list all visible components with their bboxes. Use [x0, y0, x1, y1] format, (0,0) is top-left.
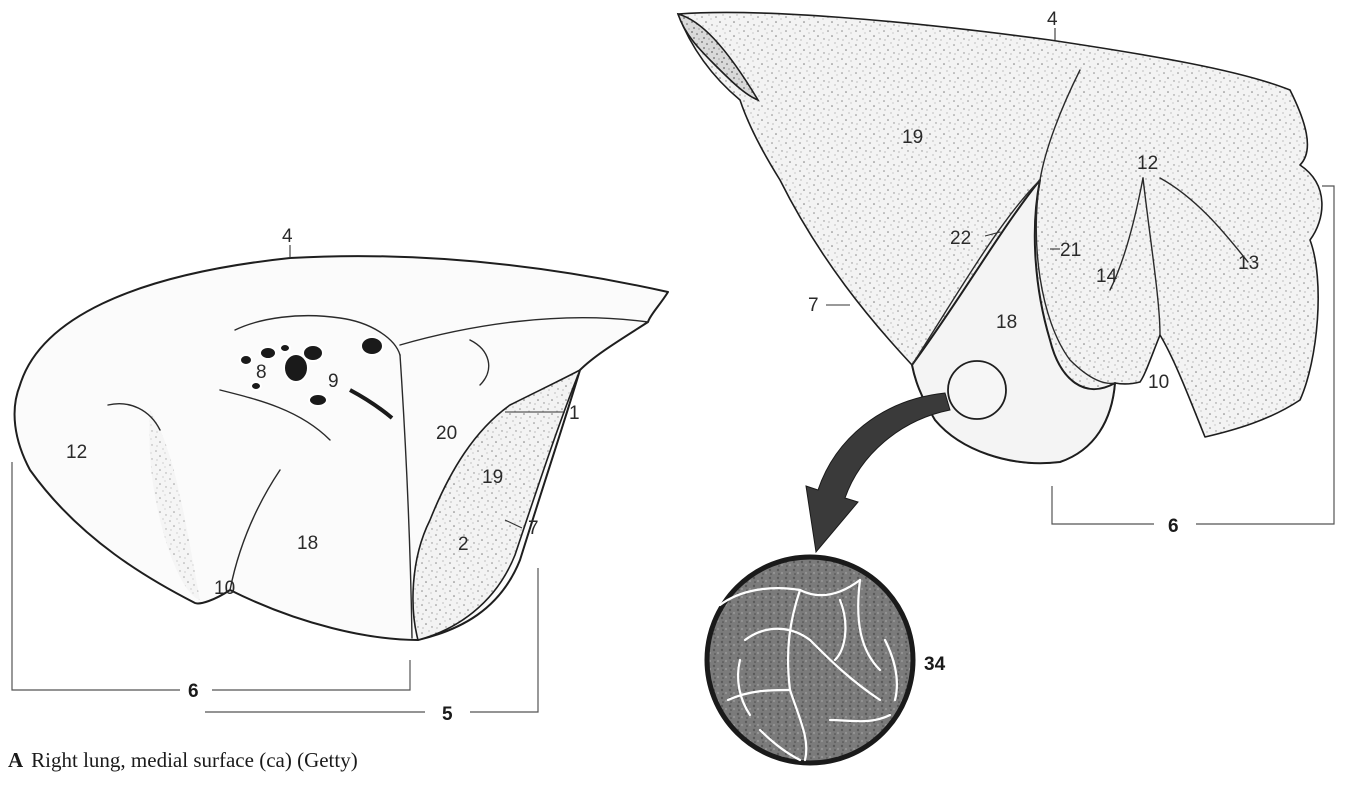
- label-middle-region: 20: [436, 423, 457, 444]
- hilar-vessel: [309, 394, 327, 406]
- hilar-vessel: [361, 337, 383, 355]
- label-vertebral-part: 2: [458, 534, 469, 555]
- hilar-vessel: [251, 382, 261, 390]
- right-label-14: 14: [1096, 266, 1118, 287]
- right-lung-drawing: 4 19 12 22 21 13 14 7 18 10 6: [678, 9, 1334, 552]
- left-lung-outline: [15, 256, 668, 640]
- label-posterior-border: 7: [528, 518, 539, 539]
- hilar-vessel: [303, 345, 323, 361]
- right-label-12: 12: [1137, 153, 1158, 174]
- figure-caption: A Right lung, medial surface (ca) (Getty): [8, 748, 358, 773]
- label-posterior-segment: 19: [482, 467, 503, 488]
- right-label-upper-lobe: 19: [902, 127, 923, 148]
- label-inferior-border: 10: [214, 578, 235, 599]
- right-label-22: 22: [950, 228, 971, 249]
- caption-text: Right lung, medial surface (ca) (Getty): [31, 748, 358, 772]
- magnification-arrow: [806, 393, 950, 552]
- right-label-7: 7: [808, 295, 819, 316]
- label-bronchus: 8: [256, 362, 267, 383]
- label-lower-lobe: 18: [297, 533, 318, 554]
- caption-letter: A: [8, 748, 23, 772]
- hilar-vessel: [260, 347, 276, 359]
- right-label-10: 10: [1148, 372, 1169, 393]
- label-cardiac-impression: 1: [569, 403, 580, 424]
- label-upper-lobe: 12: [66, 442, 87, 463]
- right-label-apex: 4: [1047, 9, 1058, 30]
- right-label-lower-lobe: 18: [996, 312, 1017, 333]
- label-pulmonary-artery: 9: [328, 371, 339, 392]
- left-lung-drawing: 4 8 9 1 20 12 19 7 18 2 10 6 5: [12, 226, 668, 725]
- label-bracket-5: 5: [442, 704, 453, 725]
- inset-circle: [707, 557, 913, 763]
- magnified-inset: 34: [707, 557, 946, 763]
- magnified-region-marker: [948, 361, 1006, 419]
- right-label-bracket-6: 6: [1168, 516, 1179, 537]
- label-apex: 4: [282, 226, 293, 247]
- right-label-21: 21: [1060, 240, 1081, 261]
- inset-label: 34: [924, 654, 946, 675]
- hilar-vessel: [240, 355, 252, 365]
- hilar-vessel: [280, 344, 290, 352]
- right-label-13: 13: [1238, 253, 1259, 274]
- label-bracket-6: 6: [188, 681, 199, 702]
